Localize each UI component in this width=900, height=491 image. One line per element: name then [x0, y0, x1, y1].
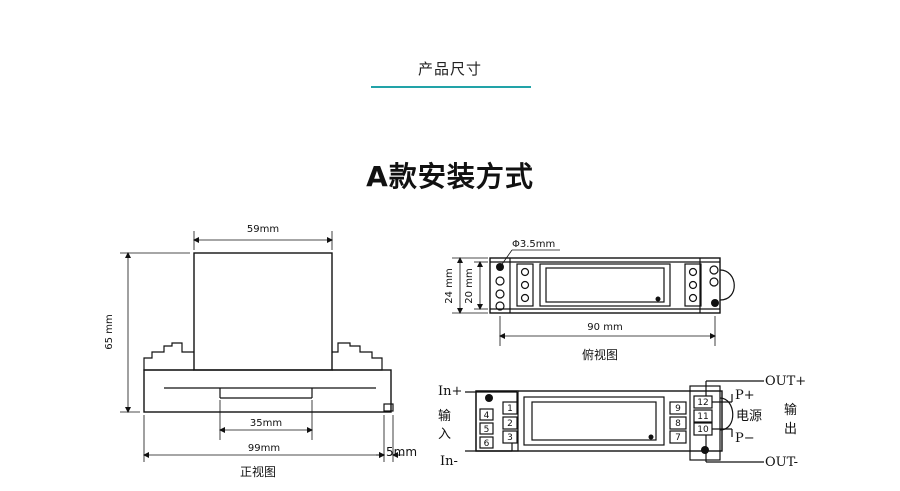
top-view-clip — [719, 269, 735, 301]
wiring-mount-hole-left — [485, 394, 493, 402]
front-view-clip — [383, 403, 394, 412]
front-view — [143, 252, 394, 413]
terminal-number: 12 — [697, 398, 708, 408]
front-view-base — [143, 369, 392, 413]
main-title: A款安装方式 — [366, 160, 534, 193]
top-view-body — [489, 257, 721, 314]
terminal-number: 4 — [484, 411, 490, 421]
top-length-label: 90 mm — [587, 322, 622, 333]
front-view-caption: 正视图 — [240, 464, 276, 479]
terminal-number: 1 — [507, 404, 513, 414]
out-plus-label: OUT+ — [765, 374, 806, 389]
section-title: 产品尺寸 — [417, 60, 482, 78]
front-view-housing — [193, 252, 333, 371]
terminal-number: 6 — [484, 439, 490, 449]
wiring-led — [648, 434, 654, 440]
wiring-view — [465, 380, 764, 463]
terminal-number: 3 — [507, 433, 513, 443]
front-height-label: 65 mm — [104, 314, 115, 349]
output-label-top: 输 — [784, 402, 797, 418]
front-rail-label: 35mm — [250, 418, 282, 429]
front-width-label: 59mm — [247, 224, 279, 235]
top-view-caption: 俯视图 — [582, 347, 618, 362]
output-label-bottom: 出 — [784, 422, 797, 437]
wiring-window — [523, 396, 665, 446]
power-label: 电源 — [736, 409, 762, 424]
top-outer-height-label: 24 mm — [444, 268, 455, 303]
terminal-number: 5 — [484, 425, 490, 435]
in-minus-label: In- — [440, 454, 458, 469]
top-view-led — [655, 296, 661, 302]
front-view-dimensions — [120, 231, 403, 462]
terminal-number: 7 — [675, 433, 681, 443]
in-plus-label: In+ — [438, 384, 462, 399]
wiring-body — [475, 390, 723, 452]
terminal-number: 2 — [507, 419, 513, 429]
terminal-number: 11 — [697, 412, 708, 422]
out-minus-label: OUT- — [765, 455, 798, 470]
input-label-top: 输 — [438, 408, 451, 424]
front-view-left-terminal — [143, 342, 194, 371]
top-hole-label: Φ3.5mm — [512, 239, 555, 250]
terminal-number: 10 — [697, 425, 709, 435]
top-inner-height-label: 20 mm — [464, 268, 475, 303]
top-view-mount-hole-right — [711, 299, 719, 307]
top-view-dimensions — [452, 249, 716, 346]
p-plus-label: P+ — [735, 388, 755, 403]
top-view-window — [539, 263, 671, 307]
section-title-underline — [371, 86, 531, 88]
top-view — [489, 257, 735, 314]
terminal-number: 9 — [675, 404, 681, 414]
p-minus-label: P− — [735, 431, 755, 446]
input-label-bottom: 入 — [438, 427, 451, 442]
terminal-number: 8 — [675, 419, 681, 429]
wiring-mount-hole-right — [701, 446, 709, 454]
front-base-label: 99mm — [248, 443, 280, 454]
front-clip-label: 5mm — [386, 445, 417, 459]
front-view-right-terminal — [332, 342, 383, 371]
